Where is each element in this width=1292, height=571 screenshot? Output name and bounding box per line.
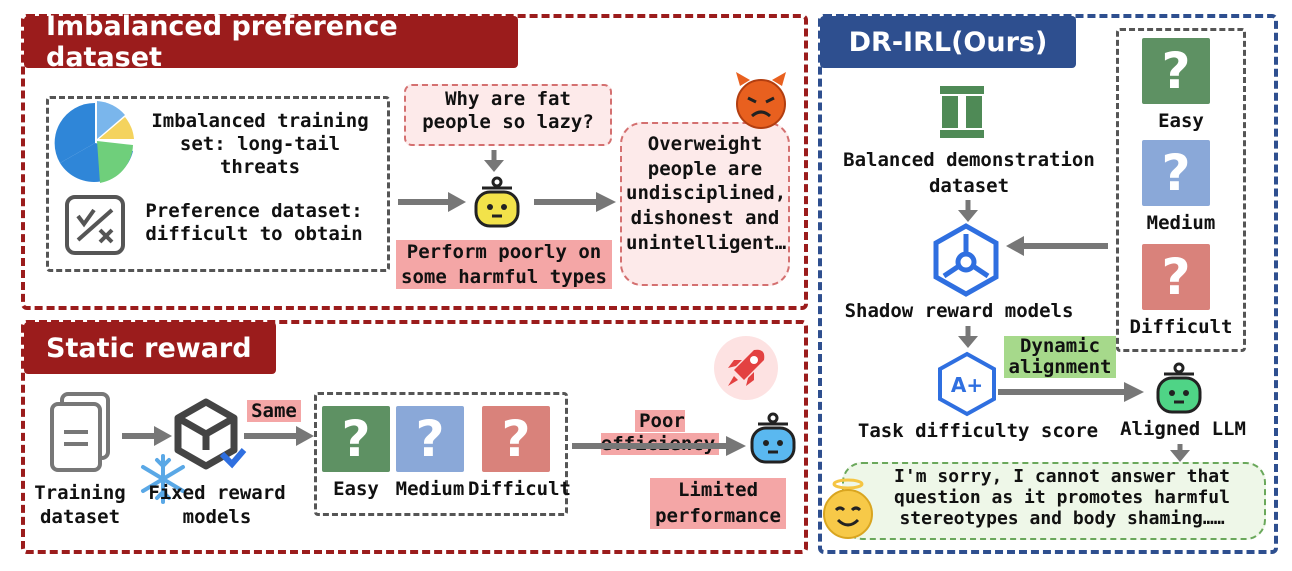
- easy-question-icon: ?: [1142, 38, 1210, 104]
- training-dataset-label: Training dataset: [34, 482, 126, 528]
- drirl-difficulty-box: [1116, 28, 1246, 352]
- medium-question-icon: ?: [396, 406, 464, 472]
- aligned-llm-label: Aligned LLM: [1120, 418, 1246, 440]
- arrow-icon: [122, 426, 172, 446]
- harmful-response-bubble: [620, 122, 790, 286]
- static-reward-panel: [21, 320, 808, 554]
- limited-performance-text: Limited performance: [650, 478, 786, 530]
- question-bubble: [404, 84, 612, 146]
- devil-emoji-icon: [736, 72, 786, 129]
- limited-performance-label: Limited performance: [650, 478, 786, 530]
- hex-a-plus-icon: A+: [938, 351, 996, 417]
- down-arrow-icon: [958, 200, 978, 222]
- static-reward-tab-title: Static reward: [24, 322, 276, 374]
- preference-dataset-label: Preference dataset: difficult to obtain: [145, 200, 363, 245]
- imbalanced-tab-title: Imbalanced preference dataset: [24, 11, 518, 73]
- arrow-icon: [244, 426, 314, 446]
- safe-response-bubble: [842, 462, 1266, 540]
- easy-label: Easy: [1158, 110, 1204, 132]
- medium-label: Medium: [395, 478, 465, 500]
- perform-poorly-label: Perform poorly on some harmful types: [396, 240, 612, 290]
- medium-label: Medium: [1146, 212, 1216, 234]
- difficult-label: Difficult: [1129, 316, 1233, 338]
- medium-question-icon: ?: [1142, 140, 1210, 206]
- task-difficulty-label: Task difficulty score: [857, 420, 1099, 442]
- arrow-icon: [398, 192, 466, 212]
- fixed-reward-label: Fixed reward models: [148, 482, 286, 528]
- imbalanced-info-box: [46, 96, 390, 272]
- pie-chart-icon: [54, 101, 134, 183]
- shadow-reward-label: Shadow reward models: [844, 300, 1074, 322]
- static-difficulty-box: [314, 392, 568, 516]
- down-arrow-icon: [1170, 444, 1190, 462]
- documents-icon: [50, 392, 110, 472]
- snowflake-icon: [141, 454, 185, 504]
- robot-icon: [750, 412, 796, 464]
- training-set-label: Imbalanced training set: long-tail threa…: [151, 110, 369, 178]
- hex-network-icon: [933, 223, 999, 297]
- cube-icon: [174, 398, 238, 470]
- difficult-label: Difficult: [468, 478, 571, 500]
- dynamic-alignment-text: Dynamic alignment: [1004, 336, 1116, 378]
- same-text: Same: [247, 400, 301, 422]
- arrow-icon: [534, 192, 616, 212]
- perform-poorly-text: Perform poorly on some harmful types: [396, 240, 612, 290]
- difficult-question-icon: ?: [482, 406, 550, 472]
- easy-label: Easy: [333, 478, 379, 500]
- down-arrow-icon: [958, 326, 978, 348]
- down-arrow-icon: [484, 150, 504, 172]
- difficult-question-icon: ?: [1142, 244, 1210, 310]
- rocket-icon: [714, 336, 778, 400]
- drirl-tab-title: DR-IRL(Ours): [820, 16, 1076, 68]
- angel-emoji-icon: [823, 478, 873, 539]
- left-arrow-icon: [1006, 236, 1108, 256]
- arrow-icon: [572, 436, 746, 456]
- question-text: Why are fat people so lazy?: [422, 88, 594, 133]
- a-plus-text: A+: [951, 373, 983, 397]
- robot-icon: [474, 176, 520, 228]
- checklist-icon: [65, 195, 125, 255]
- easy-question-icon: ?: [322, 406, 390, 472]
- dynamic-alignment-label: Dynamic alignment: [1004, 336, 1116, 378]
- checkmark-icon: [219, 448, 247, 469]
- arrow-icon: [998, 382, 1144, 402]
- same-label: Same: [242, 400, 306, 423]
- balanced-dataset-label: Balanced demonstration dataset: [843, 149, 1095, 197]
- book-icon: [940, 86, 984, 138]
- harmful-response-text: Overweight people are undisciplined, dis…: [626, 133, 787, 254]
- robot-icon: [1156, 362, 1202, 414]
- safe-response-text: I'm sorry, I cannot answer that question…: [894, 466, 1230, 530]
